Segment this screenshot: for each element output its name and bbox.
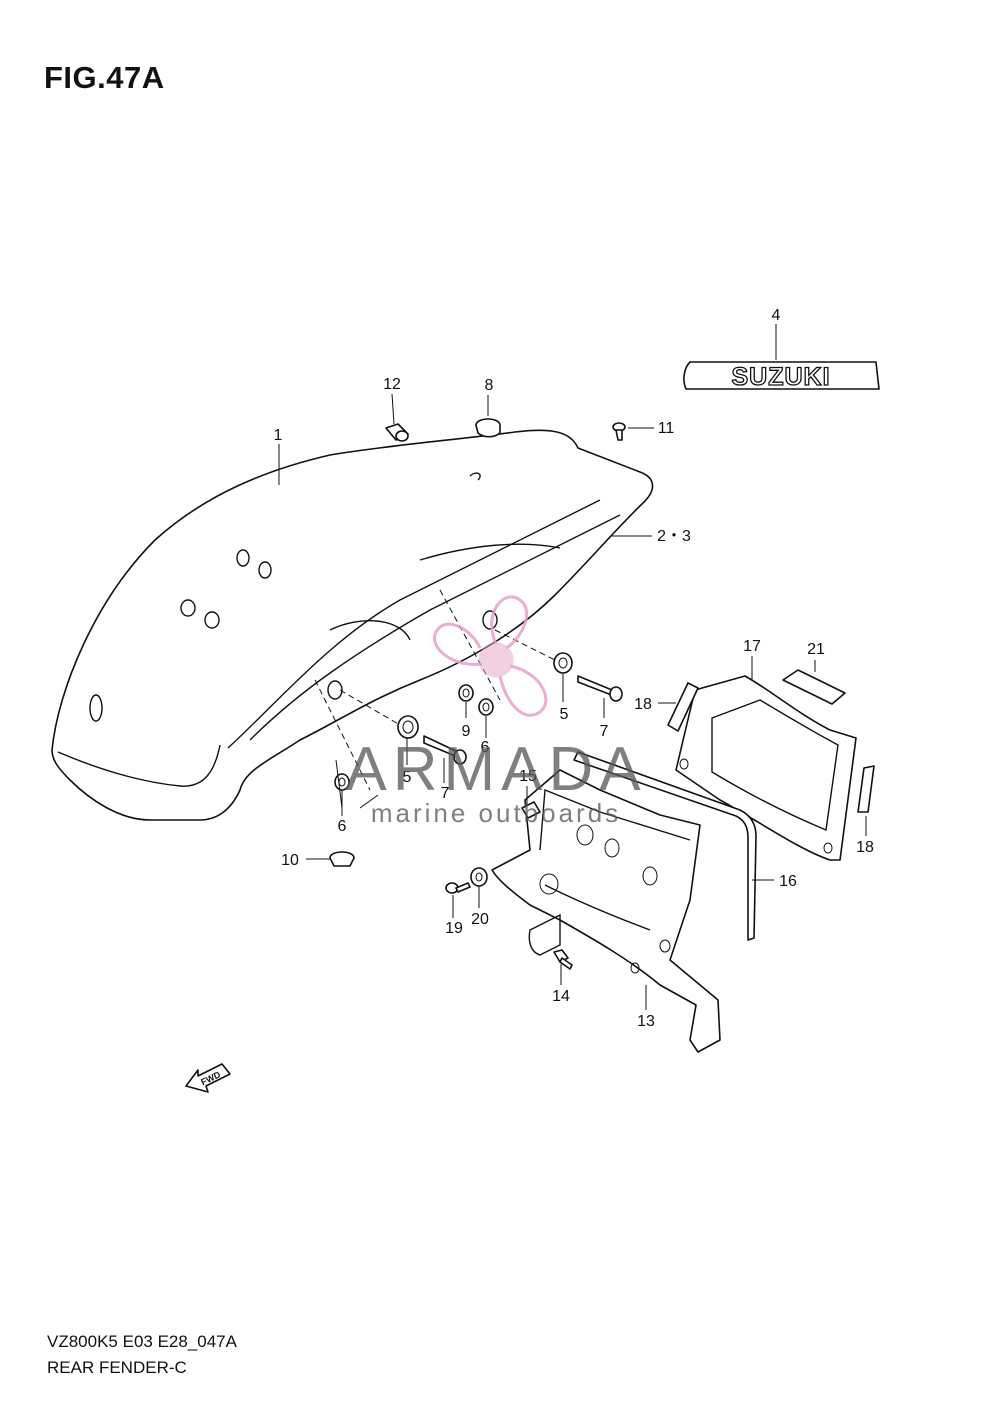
callout-14: 14 — [552, 988, 570, 1005]
figure-title: FIG.47A — [44, 60, 165, 95]
part-7-bolt-right[interactable] — [577, 675, 623, 702]
part-18-spacer-left[interactable] — [667, 682, 699, 732]
propeller-logo-icon — [433, 595, 548, 717]
part-6-washer-upper[interactable] — [478, 698, 494, 716]
callout-12: 12 — [383, 376, 401, 393]
footer-section-name: REAR FENDER-C — [47, 1358, 187, 1377]
callout-6-lower: 6 — [338, 818, 347, 835]
callout-11: 11 — [658, 420, 675, 437]
suzuki-emblem-text: SUZUKI — [731, 363, 830, 391]
watermark-brand: ARMADA — [345, 735, 646, 804]
callout-10: 10 — [281, 852, 299, 869]
part-10-cap[interactable] — [329, 851, 355, 867]
footer-model-code: VZ800K5 E03 E28_047A — [47, 1332, 237, 1351]
watermark: ARMADA marine outboards — [345, 595, 646, 828]
callout-15: 15 — [519, 768, 537, 785]
callout-6-upper: 6 — [481, 739, 490, 756]
part-19-screw[interactable] — [445, 882, 471, 894]
rear-fender-part[interactable] — [51, 429, 654, 821]
part-7-bolt-left[interactable] — [423, 735, 467, 765]
part-5-collar-left[interactable] — [397, 715, 419, 739]
callout-20: 20 — [471, 911, 489, 928]
leader-lines — [278, 324, 867, 1010]
part-9-washer[interactable] — [458, 684, 474, 702]
callout-21: 21 — [807, 641, 825, 658]
callout-2-3: 2・3 — [657, 528, 691, 545]
part-14-bolt[interactable] — [553, 949, 573, 970]
callout-7-left: 7 — [441, 785, 450, 802]
fwd-arrow-icon: FWD — [185, 1063, 231, 1093]
callout-5-left: 5 — [403, 769, 412, 786]
part-5-collar-right[interactable] — [553, 652, 573, 674]
callout-16: 16 — [779, 873, 797, 890]
part-17-license-light-housing[interactable] — [675, 675, 857, 861]
suzuki-emblem-part[interactable]: SUZUKI — [683, 361, 880, 392]
part-21-pad[interactable] — [782, 669, 846, 705]
callout-19: 19 — [445, 920, 463, 937]
callout-7-right: 7 — [600, 723, 609, 740]
part-11-screw[interactable] — [612, 422, 626, 441]
callout-17: 17 — [743, 638, 761, 655]
part-12-nut[interactable] — [385, 423, 409, 442]
callout-18-left: 18 — [634, 696, 652, 713]
callout-5-right: 5 — [560, 706, 569, 723]
callout-1: 1 — [274, 427, 283, 444]
callout-4: 4 — [772, 307, 781, 324]
callout-9: 9 — [462, 723, 471, 740]
callout-8: 8 — [485, 377, 494, 394]
watermark-tagline: marine outboards — [371, 798, 621, 828]
callout-13: 13 — [637, 1013, 655, 1030]
part-8-grommet[interactable] — [475, 418, 501, 438]
part-20-washer[interactable] — [470, 867, 488, 887]
part-13-bracket[interactable] — [491, 769, 721, 1053]
part-16-rod[interactable] — [573, 751, 757, 941]
part-18-spacer-right[interactable] — [857, 765, 875, 813]
callout-18-right: 18 — [856, 839, 874, 856]
